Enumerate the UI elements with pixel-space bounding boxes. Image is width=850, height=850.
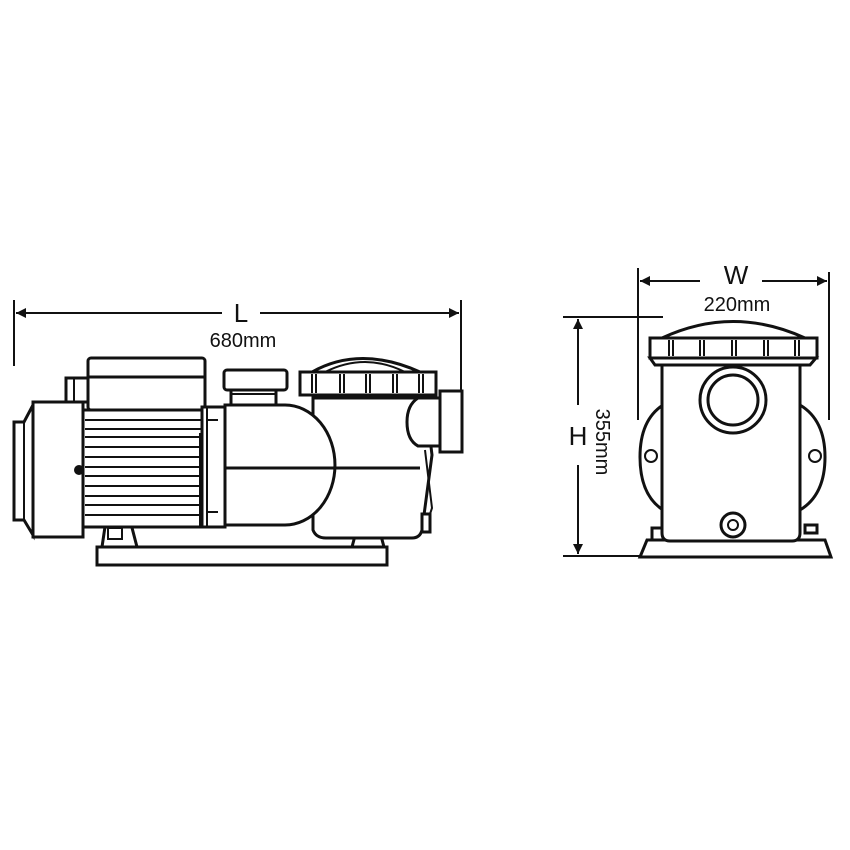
motor-disc-left [638,402,665,513]
height-symbol: H [569,421,588,451]
height-value: 355mm [591,409,613,476]
motor-fins [85,419,203,527]
front-base [637,538,834,559]
front-lid-ring [648,336,819,360]
drain-plug [719,511,747,539]
strainer-lid-dome [306,357,421,374]
motor-disc-right [798,402,827,513]
motor-flange [200,405,227,529]
front-lid-dome [661,320,806,340]
front-view: W 220mm H 355mm [563,260,834,559]
drain-cap [222,368,289,392]
width-symbol: W [724,260,749,290]
length-symbol: L [234,298,248,328]
terminal-box [86,356,207,412]
side-view: L 680mm [12,298,464,567]
length-value: 680mm [210,330,277,352]
width-value: 220mm [704,294,771,316]
pump-side-drawing [12,356,464,567]
inlet-opening [698,365,768,435]
height-dimension: H 355mm [563,316,663,557]
inlet-union [438,389,464,454]
pump-front-drawing [637,320,834,559]
inlet-port [405,396,442,448]
width-dimension: W 220mm [637,260,830,420]
length-dimension: L 680mm [13,298,462,392]
base-plate [95,545,389,567]
motor-body [81,408,207,529]
pump-volute [223,403,337,527]
strainer-lid-ring [298,370,438,397]
